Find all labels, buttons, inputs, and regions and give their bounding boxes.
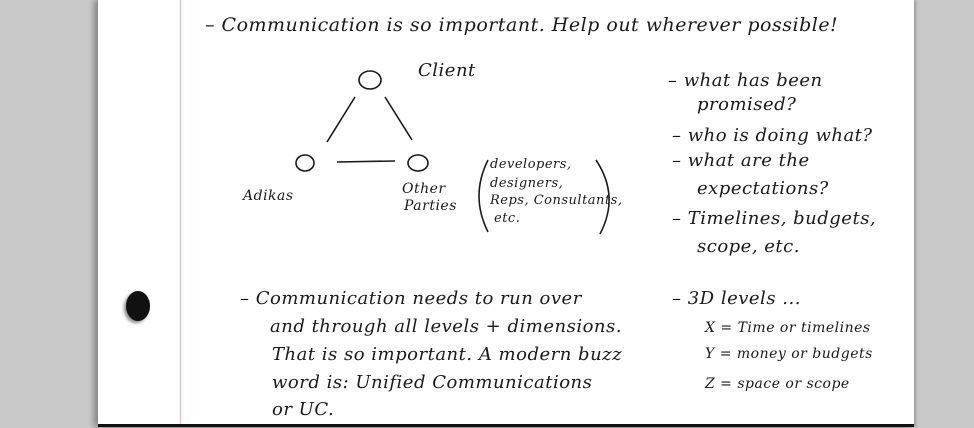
paragraph-line: That is so important. A modern buzz (272, 344, 623, 365)
connector (326, 96, 356, 143)
parties-example: etc. (494, 211, 521, 226)
heading-note: – Communication is so important. Help ou… (205, 14, 839, 36)
parties-example: Reps, Consultants, (490, 193, 623, 208)
adikas-node (295, 154, 315, 172)
client-label: Client (418, 60, 476, 81)
notebook-page (98, 0, 914, 427)
question: promised? (697, 94, 797, 115)
question: – what are the (672, 150, 810, 171)
other-parties-label: Parties (404, 198, 457, 214)
parties-example: developers, (490, 157, 572, 172)
question: – Timelines, budgets, (672, 208, 877, 229)
paragraph-line: – Communication needs to run over (240, 288, 582, 309)
level-item: Y = money or budgets (705, 346, 873, 362)
connector (384, 96, 413, 141)
question: – who is doing what? (672, 125, 873, 146)
paragraph-line: and through all levels + dimensions. (270, 316, 622, 337)
adikas-label: Adikas (243, 188, 294, 204)
question: expectations? (697, 178, 829, 199)
punch-hole (126, 291, 150, 321)
other-parties-node (407, 154, 429, 172)
right-paren (595, 159, 610, 235)
question: scope, etc. (697, 236, 800, 257)
paragraph-line: word is: Unified Communications (272, 372, 593, 393)
left-paren (478, 159, 489, 233)
level-item: Z = space or scope (705, 376, 850, 392)
margin-line (180, 0, 181, 424)
parties-example: designers, (490, 176, 564, 191)
connector (336, 160, 396, 163)
level-item: X = Time or timelines (705, 320, 871, 336)
client-node (358, 70, 382, 90)
other-parties-label: Other (402, 181, 446, 197)
paragraph-line: or UC. (272, 399, 335, 420)
question: – what has been (668, 70, 823, 91)
levels-title: – 3D levels ... (672, 288, 801, 309)
